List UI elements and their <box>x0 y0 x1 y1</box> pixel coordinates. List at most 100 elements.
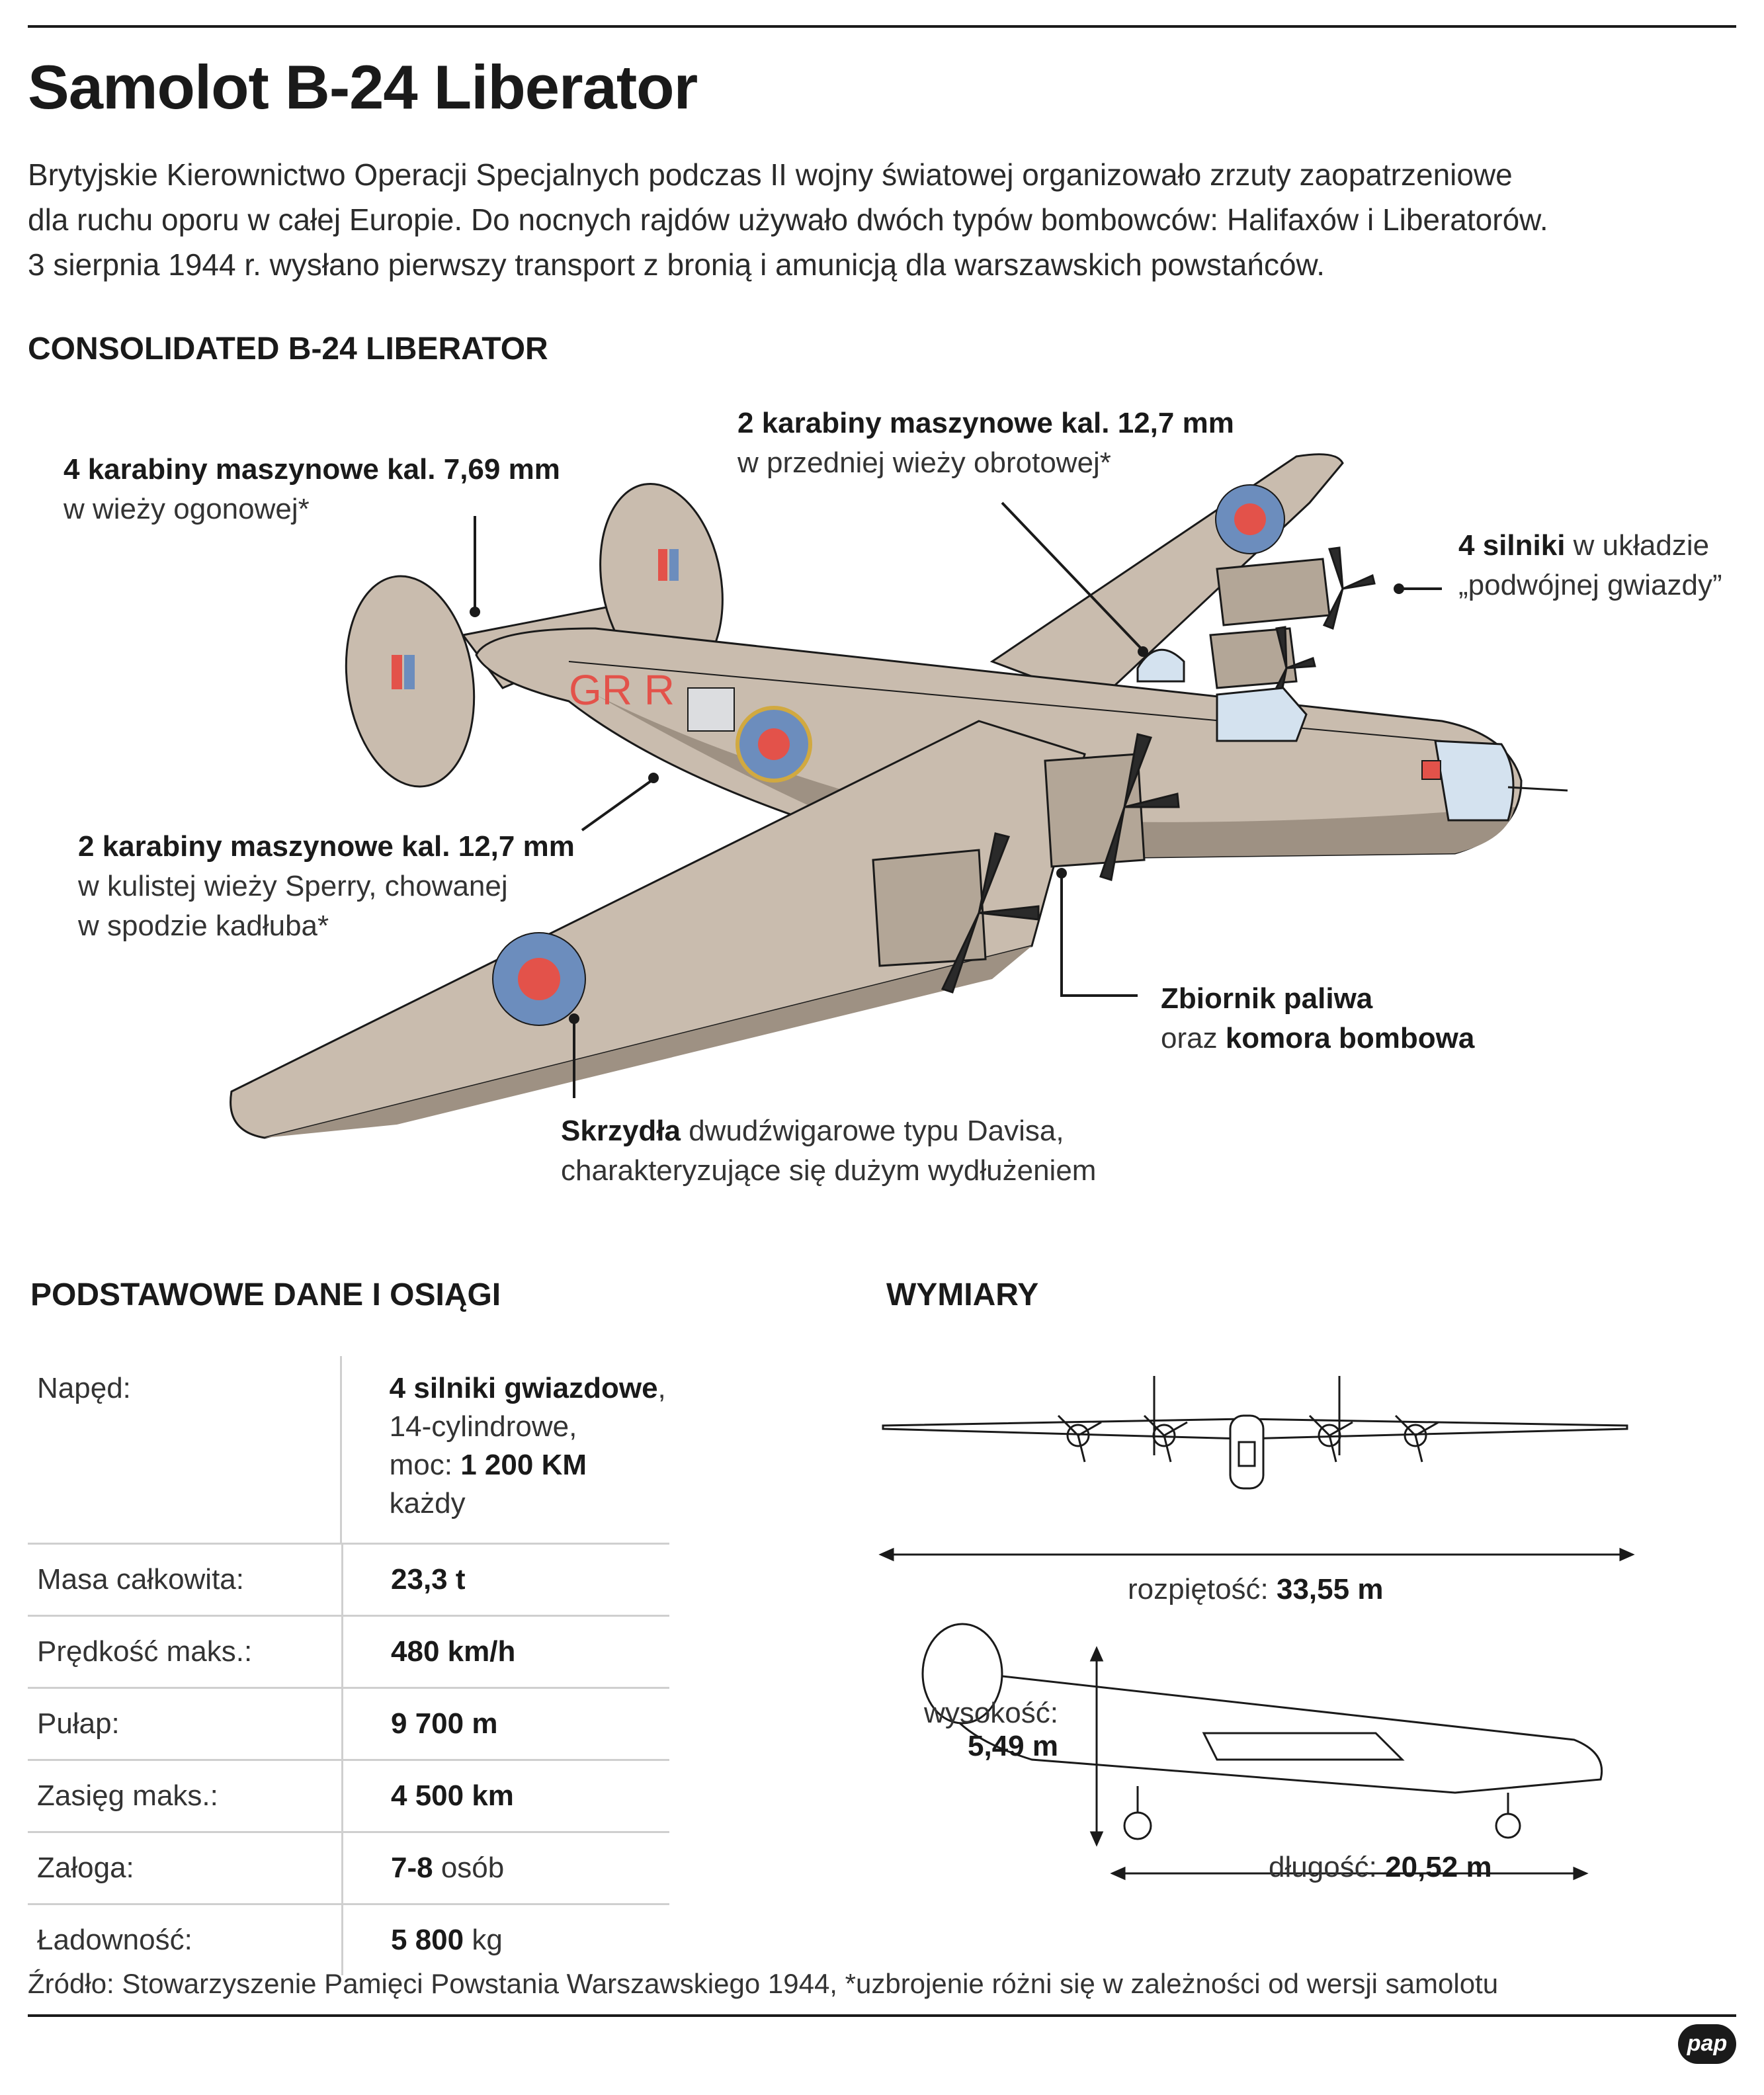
callout-front-turret: 2 karabiny maszynowe kal. 12,7 mm w prze… <box>737 404 1234 483</box>
dimension-drawings <box>878 1376 1635 1881</box>
leader-dot <box>1138 646 1148 657</box>
spec-value-bold: 5 800 <box>391 1924 464 1956</box>
fin-flash <box>404 655 415 689</box>
specs-table: Napęd: 4 silniki gwiazdowe, 14-cylindrow… <box>28 1356 669 1975</box>
spec-value-text: 14-cylindrowe, <box>389 1410 577 1443</box>
engine-nacelle <box>1209 627 1298 689</box>
spec-value-text: , <box>657 1372 666 1404</box>
callout-title: Skrzydła <box>561 1115 681 1147</box>
engine-nacelle <box>872 849 987 967</box>
spec-value-bold: 7-8 <box>391 1852 433 1884</box>
callout-text: w przedniej wieży obrotowej* <box>737 447 1111 479</box>
roundel-center <box>518 958 560 1000</box>
cockpit-glass <box>1216 687 1308 742</box>
fin-flash <box>658 549 667 581</box>
spec-value: 4 silniki gwiazdowe, 14-cylindrowe, moc:… <box>342 1356 669 1543</box>
nose-gun <box>1507 786 1568 792</box>
intro-line: dla ruchu oporu w całej Europie. Do nocn… <box>28 202 1548 237</box>
page-title: Samolot B-24 Liberator <box>28 52 698 122</box>
dimensions-heading: WYMIARY <box>886 1277 1039 1312</box>
spec-label: Masa całkowita: <box>28 1545 343 1615</box>
leader-dot <box>569 1013 579 1024</box>
left-wing <box>230 720 1086 1139</box>
fuselage-window <box>687 687 735 732</box>
spec-value-bold: 9 700 m <box>391 1707 498 1740</box>
b24-illustration: GR R <box>230 453 1568 1139</box>
table-row: Prędkość maks.: 480 km/h <box>28 1617 669 1689</box>
length-label: długość: 20,52 m <box>1269 1851 1492 1884</box>
callout-text: oraz <box>1161 1022 1226 1054</box>
table-row: Pułap: 9 700 m <box>28 1689 669 1761</box>
spec-value: 23,3 t <box>343 1545 466 1615</box>
spec-value: 9 700 m <box>343 1689 497 1759</box>
dimension-label: wysokość: <box>924 1697 1058 1729</box>
engine-nacelle <box>1044 753 1146 868</box>
roundel-center <box>758 728 790 760</box>
spec-value-bold: 4 500 km <box>391 1779 514 1812</box>
spec-value-bold: 4 silniki gwiazdowe <box>389 1372 658 1404</box>
spec-value-bold: 1 200 KM <box>460 1449 587 1481</box>
callout-title: 4 silniki <box>1458 529 1566 562</box>
spec-label: Prędkość maks.: <box>28 1617 343 1687</box>
intro-line: Brytyjskie Kierownictwo Operacji Specjal… <box>28 157 1513 192</box>
callout-text: „podwójnej gwiazdy” <box>1458 569 1722 601</box>
callout-text: w układzie <box>1565 529 1710 562</box>
spec-value-text: kg <box>464 1924 503 1956</box>
nose-glass <box>1434 740 1515 822</box>
aircraft-heading: CONSOLIDATED B-24 LIBERATOR <box>28 331 548 366</box>
leader-sperry <box>581 779 653 832</box>
spec-value: 5 800 kg <box>343 1905 503 1975</box>
callout-fuel-tank: Zbiornik paliwa oraz komora bombowa <box>1161 979 1474 1058</box>
spec-value: 4 500 km <box>343 1761 514 1831</box>
spec-label: Załoga: <box>28 1833 343 1903</box>
top-turret <box>1136 648 1185 683</box>
spec-value-text: moc: <box>389 1449 461 1481</box>
leader-front <box>1001 501 1142 650</box>
fin-flash <box>669 549 679 581</box>
leader-fuel <box>1060 876 1138 997</box>
spec-label: Napęd: <box>28 1356 342 1543</box>
height-label: wysokość: 5,49 m <box>916 1697 1058 1763</box>
callout-text: w kulistej wieży Sperry, chowanej <box>78 870 508 902</box>
leader-dot <box>1394 583 1404 594</box>
polish-checker <box>1421 760 1441 780</box>
spec-value-bold: 480 km/h <box>391 1635 516 1668</box>
side-view-aircraft <box>921 1623 1603 1840</box>
callout-wings: Skrzydła dwudźwigarowe typu Davisa, char… <box>561 1111 1096 1191</box>
height-arrow <box>1089 1646 1104 1847</box>
callout-sperry-turret: 2 karabiny maszynowe kal. 12,7 mm w kuli… <box>78 827 575 946</box>
callout-text: w wieży ogonowej* <box>63 493 310 525</box>
callout-title: Zbiornik paliwa <box>1161 982 1373 1015</box>
spec-label: Zasięg maks.: <box>28 1761 343 1831</box>
front-view-aircraft <box>882 1376 1628 1490</box>
intro-line: 3 sierpnia 1944 r. wysłano pierwszy tran… <box>28 247 1325 282</box>
specs-heading: PODSTAWOWE DANE I OSIĄGI <box>30 1277 501 1312</box>
callout-text: dwudźwigarowe typu Davisa, <box>680 1115 1064 1147</box>
roundel-center <box>1234 503 1266 535</box>
span-label: rozpiętość: 33,55 m <box>1128 1573 1383 1606</box>
source-note: Źródło: Stowarzyszenie Pamięci Powstania… <box>28 1968 1499 1999</box>
dimension-value: 5,49 m <box>968 1730 1058 1762</box>
spec-value: 7-8 osób <box>343 1833 504 1903</box>
leader-dot <box>648 773 659 783</box>
spec-value-bold: 23,3 t <box>391 1563 466 1596</box>
callout-tail-gun: 4 karabiny maszynowe kal. 7,69 mm w wież… <box>63 450 560 529</box>
propeller <box>941 733 1180 994</box>
callout-title: 2 karabiny maszynowe kal. 12,7 mm <box>737 407 1234 439</box>
spec-value-text: każdy <box>389 1487 466 1519</box>
callout-engines: 4 silniki w układzie „podwójnej gwiazdy” <box>1458 526 1722 605</box>
pap-logo: pap <box>1678 2024 1736 2064</box>
callout-title: komora bombowa <box>1225 1022 1475 1054</box>
fuselage-code: GR R <box>569 666 675 714</box>
top-rule <box>28 25 1736 28</box>
table-row: Załoga: 7-8 osób <box>28 1833 669 1905</box>
dimension-value: 20,52 m <box>1385 1851 1492 1883</box>
table-row: Zasięg maks.: 4 500 km <box>28 1761 669 1833</box>
spec-value-text: osób <box>433 1852 505 1884</box>
dimension-value: 33,55 m <box>1276 1573 1384 1605</box>
leader-dot <box>1056 868 1067 878</box>
spec-label: Pułap: <box>28 1689 343 1759</box>
fin-flash <box>392 655 402 689</box>
table-row: Ładowność: 5 800 kg <box>28 1905 669 1975</box>
spec-value: 480 km/h <box>343 1617 515 1687</box>
